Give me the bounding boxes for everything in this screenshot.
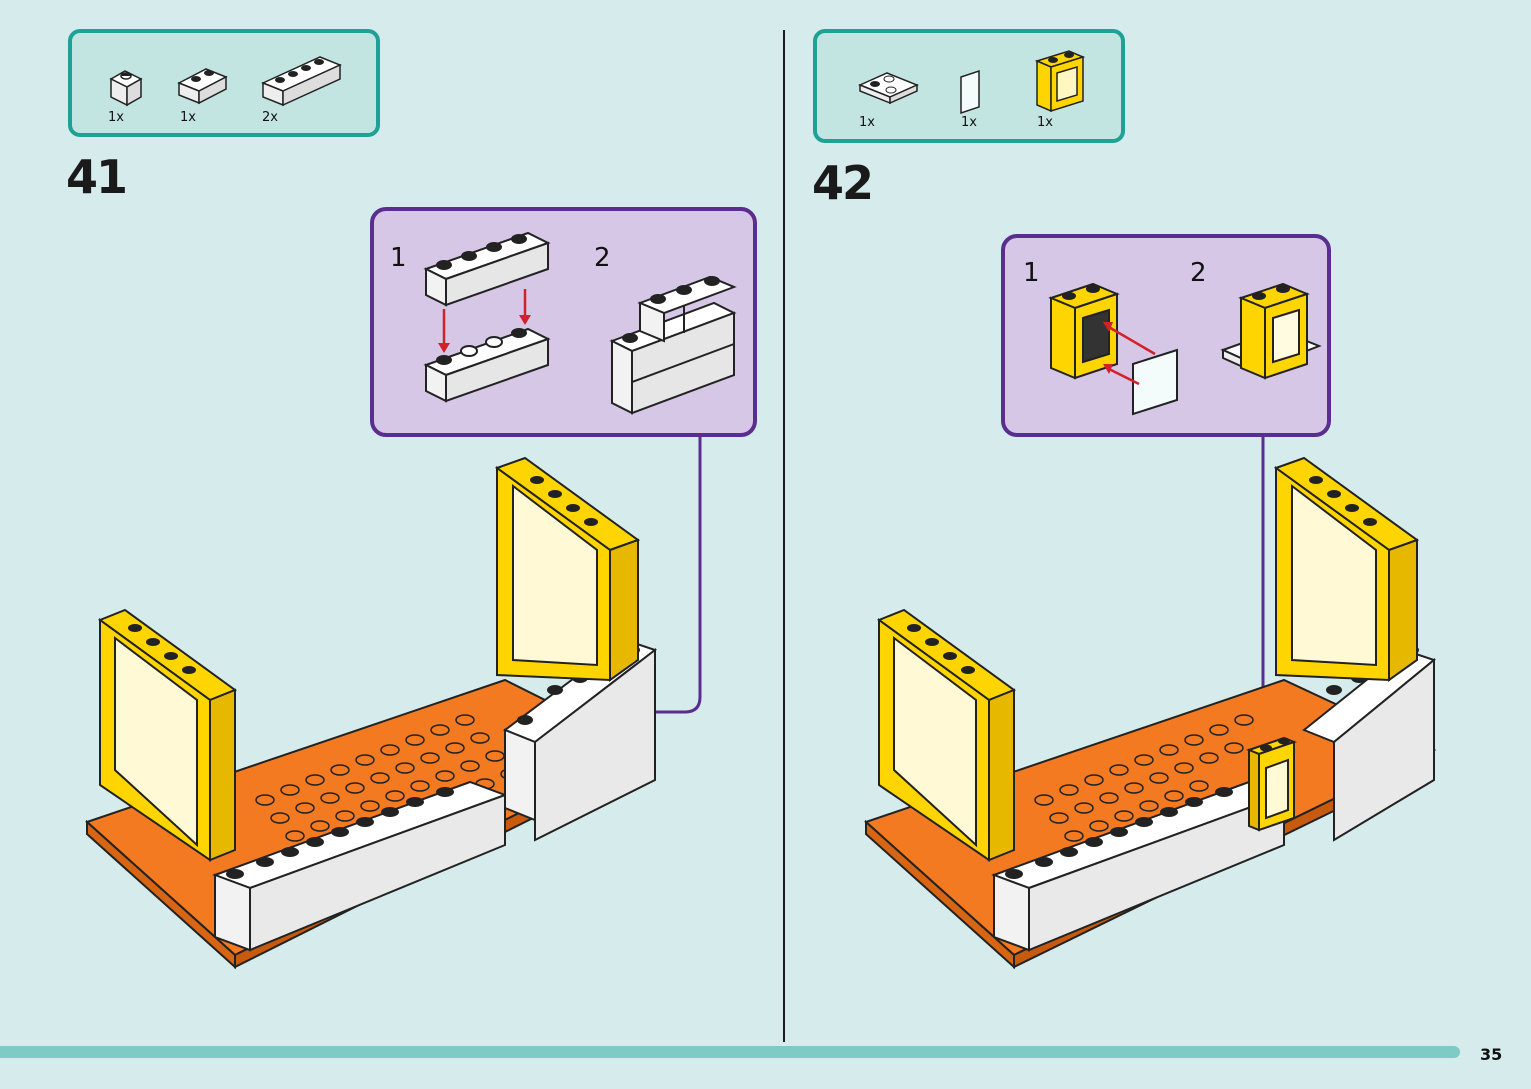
step-number: 41 [66,150,128,204]
step-number: 42 [812,156,874,210]
main-model-illustration-step-42 [864,456,1437,970]
step-divider [783,30,785,1042]
sub-step-number: 1 [1023,258,1040,288]
sub-assembly-callout-step-42: 1 2 [1001,234,1331,437]
sub-step-number: 1 [390,243,407,273]
part-qty: 1x [1037,115,1053,130]
part-qty: 1x [859,115,875,130]
footer-bar [0,1046,1460,1058]
page-number: 35 [1480,1045,1503,1064]
sub-step-1-illustration [1048,282,1178,416]
sub-step-number: 2 [594,243,611,273]
glass-pane-icon [960,69,980,115]
parts-box-step-41: 1x 1x 2x [68,29,380,137]
window-frame-yellow-icon [1034,50,1086,113]
brick-1x2-white-icon [177,68,228,105]
sub-step-2-illustration [609,275,737,415]
brick-1x1-white-icon [109,70,143,107]
part-qty: 1x [180,110,196,125]
part-qty: 1x [961,115,977,130]
parts-box-step-42: 1x 1x 1x [813,29,1125,143]
brick-1x4-white-icon [261,56,342,107]
part-qty: 1x [108,110,124,125]
main-model-illustration-step-41 [85,456,658,970]
sub-step-1-illustration [423,231,551,403]
sub-step-number: 2 [1190,258,1207,288]
part-qty: 2x [262,110,278,125]
plate-2x2-white-icon [858,72,919,105]
sub-step-2-illustration [1220,282,1322,380]
sub-assembly-callout-step-41: 1 2 [370,207,757,437]
